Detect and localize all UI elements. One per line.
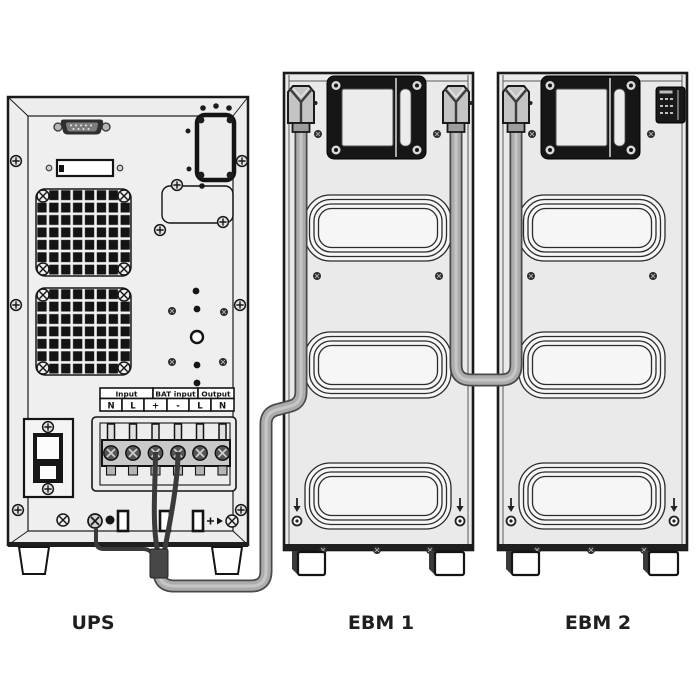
option-card-slot (45, 158, 124, 178)
config-slots (116, 509, 205, 533)
ups-rear-panel: Input BAT input Output N L + - L N (6, 95, 250, 575)
battery-connector-bracket (185, 103, 237, 189)
ups-bottom-edge (8, 542, 248, 547)
input-circuit-breaker (22, 417, 75, 499)
fan-grille-lower (35, 287, 132, 376)
mount-hole-pattern (167, 287, 229, 387)
ebm1-cabinet (284, 73, 473, 576)
chassis-screw (56, 513, 70, 527)
terminal-label-strip: Input BAT input Output N L + - L N (99, 387, 235, 412)
cable-ferrule (149, 548, 169, 579)
chassis-screw (225, 514, 239, 528)
ebm1-caption: EBM 1 (348, 612, 414, 634)
terminal-label-l2: L (197, 402, 203, 412)
terminal-label-n2: N (219, 402, 226, 412)
serial-db9-port (53, 119, 111, 135)
ebm2-caption: EBM 2 (565, 612, 631, 634)
bottom-io-row (56, 509, 239, 533)
terminal-block (91, 416, 237, 492)
polarity-mark (207, 517, 223, 525)
terminal-label-n1: N (107, 402, 114, 412)
ebm2-spare-battery-socket (655, 86, 686, 124)
terminal-label-plus: + (152, 402, 159, 412)
ups-caption: UPS (71, 612, 114, 634)
group-label-output: Output (201, 389, 231, 398)
terminal-label-l1: L (130, 402, 136, 412)
ebm2-cabinet (498, 73, 687, 576)
ebm1-to-ebm2-cable (449, 128, 523, 387)
ups-feet (17, 546, 244, 575)
bezel-chamfers (7, 96, 249, 546)
terminal-label-minus: - (176, 402, 180, 412)
knockout-plate (153, 178, 234, 237)
ground-screw (87, 513, 115, 529)
group-label-bat-input: BAT input (155, 389, 196, 398)
group-label-input: Input (115, 389, 138, 398)
battery-terminal-wires (94, 451, 181, 579)
ups-to-ebm1-cable (152, 128, 308, 593)
fan-grille-upper (35, 188, 132, 277)
